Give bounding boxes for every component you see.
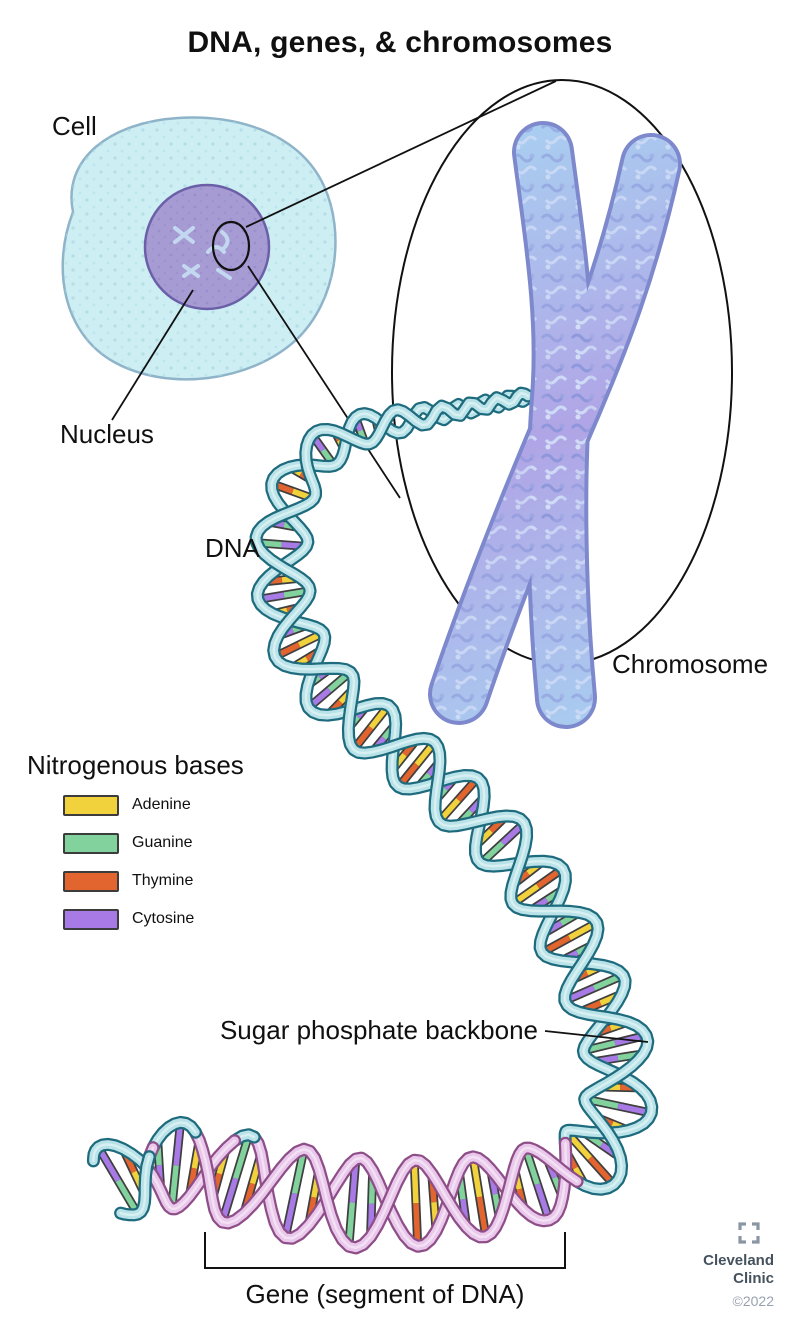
legend-label: Thymine — [132, 872, 194, 889]
legend: Nitrogenous bases Adenine Guanine Thymin… — [27, 750, 244, 945]
legend-item-adenine: Adenine — [63, 793, 244, 817]
gene-bracket — [204, 1232, 566, 1269]
sugar-pointer-line — [544, 1030, 649, 1043]
brand-name-line1: Cleveland — [703, 1252, 774, 1269]
legend-item-guanine: Guanine — [63, 831, 244, 855]
legend-item-cytosine: Cytosine — [63, 907, 244, 931]
branding: Cleveland Clinic ©2022 — [703, 1222, 774, 1309]
brand-name-line2: Clinic — [733, 1270, 774, 1287]
dna-helix — [86, 386, 659, 1255]
nucleus-shape — [143, 183, 271, 311]
cell-shape — [61, 116, 337, 381]
legend-swatch-thymine — [63, 870, 119, 892]
chromosome-label: Chromosome — [612, 649, 769, 679]
zoom-connector-lines — [245, 80, 557, 499]
cleveland-clinic-logo-icon — [738, 1222, 760, 1244]
legend-swatch-cytosine — [63, 908, 119, 930]
nucleus-pointer-line — [111, 289, 194, 421]
zoom-circle — [211, 220, 251, 272]
page-title: DNA, genes, & chromosomes — [187, 26, 613, 59]
mini-chromosomes — [173, 226, 232, 280]
nucleus-label: Nucleus — [60, 419, 154, 449]
legend-title: Nitrogenous bases — [27, 750, 244, 780]
gene-label: Gene (segment of DNA) — [245, 1279, 525, 1309]
legend-label: Guanine — [132, 834, 193, 851]
sugar-backbone-label: Sugar phosphate backbone — [219, 1015, 538, 1045]
legend-swatch-adenine — [63, 794, 119, 816]
chromosome-shape — [428, 121, 682, 729]
cell-label: Cell — [52, 111, 97, 141]
legend-swatch-guanine — [63, 832, 119, 854]
dna-label: DNA — [205, 533, 260, 563]
legend-label: Adenine — [132, 796, 191, 813]
legend-label: Cytosine — [132, 910, 195, 927]
copyright: ©2022 — [732, 1293, 774, 1309]
legend-item-thymine: Thymine — [63, 869, 244, 893]
